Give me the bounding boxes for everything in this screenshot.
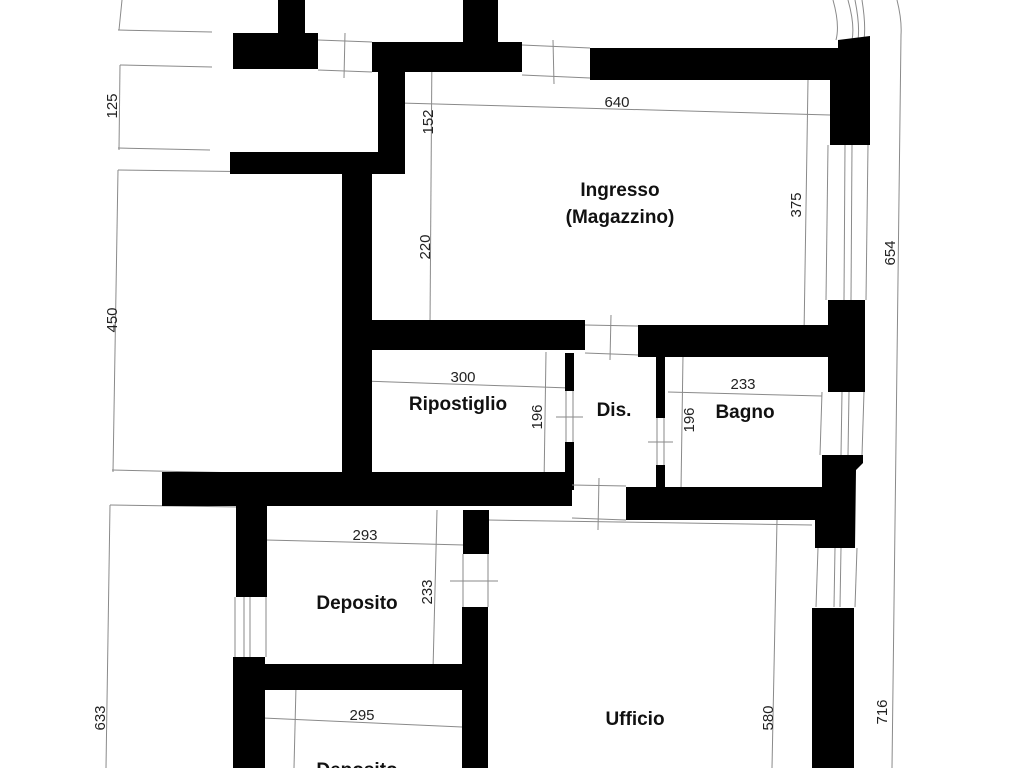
dimension-196-ripostiglio: 196 <box>529 404 546 429</box>
dimension-640: 640 <box>604 94 629 111</box>
dimension-196-bagno: 196 <box>681 407 698 432</box>
room-label-bagno: Bagno <box>715 402 774 423</box>
walls <box>162 0 870 768</box>
dimension-labels: 125 152 640 220 375 654 450 300 196 233 … <box>92 93 899 730</box>
dimension-375: 375 <box>788 192 805 217</box>
dimension-300: 300 <box>450 369 475 386</box>
dimension-233-bagno: 233 <box>730 376 755 393</box>
dimension-152: 152 <box>420 109 437 134</box>
room-label-ingresso: Ingresso <box>580 180 659 201</box>
dimension-125: 125 <box>104 93 121 118</box>
dimension-716: 716 <box>874 699 891 724</box>
room-label-deposito-2: Deposito <box>316 760 397 768</box>
dimension-450: 450 <box>104 307 121 332</box>
dimension-654: 654 <box>882 240 899 265</box>
dimension-233-deposito: 233 <box>419 579 436 604</box>
room-labels: Ingresso (Magazzino) Ripostiglio Dis. Ba… <box>316 180 774 768</box>
dimension-lines <box>105 0 902 768</box>
room-label-deposito-1: Deposito <box>316 593 397 614</box>
room-label-ingresso-sub: (Magazzino) <box>566 207 675 228</box>
dimension-293: 293 <box>352 527 377 544</box>
room-label-dis: Dis. <box>597 400 632 421</box>
room-label-ufficio: Ufficio <box>605 709 664 730</box>
dimension-295: 295 <box>349 707 374 724</box>
dimension-220: 220 <box>417 234 434 259</box>
dimension-580: 580 <box>760 705 777 730</box>
openings <box>234 32 673 657</box>
room-label-ripostiglio: Ripostiglio <box>409 394 507 415</box>
dimension-633: 633 <box>92 705 109 730</box>
